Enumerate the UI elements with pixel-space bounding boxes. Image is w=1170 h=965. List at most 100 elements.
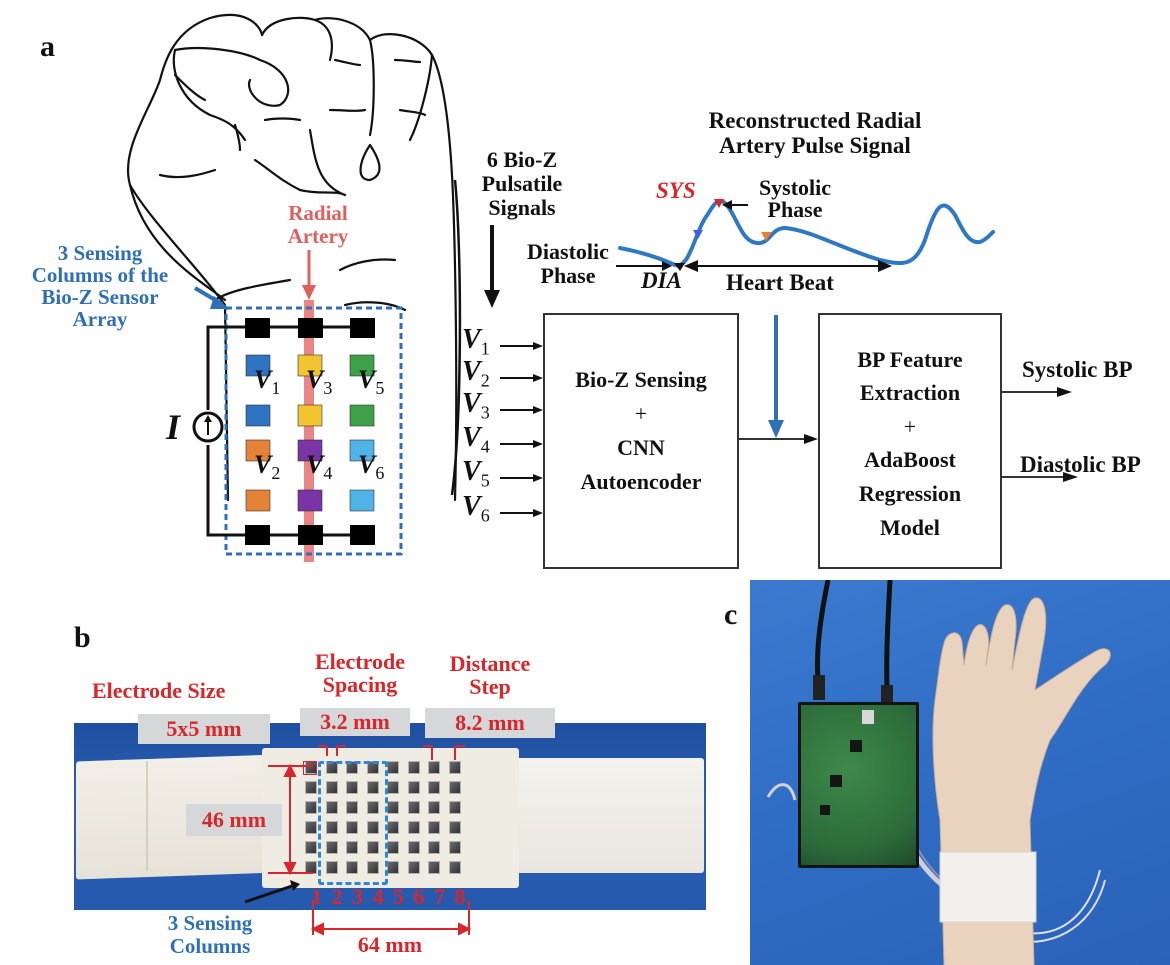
column-number-3: 3 <box>352 884 363 909</box>
sensing-columns-arrowhead <box>210 296 230 309</box>
current-electrode <box>245 525 270 545</box>
current-electrode <box>298 318 323 338</box>
photo-electrode <box>346 801 358 814</box>
photo-electrode <box>428 761 440 774</box>
pcb-connector <box>862 710 874 724</box>
pcb-chip <box>850 740 862 752</box>
systolic-bp-output: Systolic BP <box>1022 357 1133 382</box>
voltage-symbol: V <box>306 450 324 479</box>
pulse-title-line-1: Reconstructed Radial <box>708 108 922 133</box>
voltage-index: 4 <box>480 436 490 457</box>
sys-label: SYS <box>656 178 696 203</box>
electrode-size-label: Electrode Size <box>92 678 226 703</box>
pcb-chip <box>830 775 842 787</box>
voltage-index: 1 <box>271 378 281 399</box>
input-arrowhead-v2 <box>533 374 543 382</box>
sensing-electrode-6 <box>349 489 375 512</box>
block1-line-1: Bio-Z Sensing <box>575 367 707 392</box>
photo-electrode <box>366 821 379 834</box>
distance-step-label: Distance Step <box>425 652 555 698</box>
panel-c-label-outer: c <box>724 598 738 631</box>
input-label-v4: V4 <box>462 422 490 458</box>
bioz-cnn-block: Bio-Z Sensing + CNN Autoencoder <box>543 313 739 569</box>
photo-electrode <box>305 821 317 834</box>
signals-line-3: Signals <box>488 195 556 220</box>
sensing-electrode-3 <box>297 354 323 377</box>
photo-electrode <box>346 781 358 794</box>
right-strap <box>514 758 704 873</box>
array-voltage-label-3: V3 <box>306 365 332 399</box>
photo-electrode <box>407 801 420 814</box>
voltage-symbol: V <box>462 456 481 487</box>
sensing-electrode-2 <box>245 439 271 462</box>
photo-electrode <box>448 781 461 794</box>
photo-electrode <box>428 861 440 874</box>
dia-marker <box>674 263 685 271</box>
column-number-8: 8 <box>454 884 466 909</box>
voltage-index: 3 <box>323 378 333 399</box>
column-number-6: 6 <box>413 884 425 909</box>
diastolic-output-arrowhead <box>1063 472 1078 482</box>
photo-electrode <box>407 781 420 794</box>
block2-line-4: AdaBoost <box>864 447 956 472</box>
sensing-electrode-1 <box>245 404 271 427</box>
array-voltage-label-1: V1 <box>254 365 280 399</box>
photo-electrode <box>325 841 338 854</box>
block1-line-4: Autoencoder <box>580 469 702 494</box>
current-source-label: I <box>166 407 181 447</box>
input-arrowhead-v5 <box>533 474 543 482</box>
column-number-7: 7 <box>434 884 445 909</box>
voltage-symbol: V <box>358 450 376 479</box>
photo-electrode <box>325 781 338 794</box>
voltage-symbol: V <box>462 324 481 355</box>
radial-artery-label: Radial Artery <box>268 202 368 248</box>
photo-electrode <box>305 841 317 854</box>
sensor-band-photo <box>74 723 706 910</box>
voltage-index: 1 <box>480 338 490 359</box>
hand-photo <box>932 597 1111 965</box>
photo-electrode <box>305 801 317 814</box>
input-label-v6: V6 <box>462 491 490 527</box>
photo-electrode <box>366 861 379 874</box>
column-number-2: 2 <box>331 884 343 909</box>
voltage-symbol: V <box>358 365 376 394</box>
photo-electrode <box>346 841 358 854</box>
block1-to-block2-arrowhead <box>804 434 818 444</box>
photo-electrode <box>346 821 358 834</box>
voltage-symbol: V <box>254 450 272 479</box>
electrode-spacing-line-1: Electrode <box>314 649 405 674</box>
voltage-symbol: V <box>254 365 272 394</box>
input-arrowhead-v6 <box>533 509 543 517</box>
distance-step-value: 8.2 mm <box>425 708 555 738</box>
column-number-1: 1 <box>311 884 322 909</box>
input-arrowhead-v1 <box>533 342 543 350</box>
electrode-spacing-line-2: Spacing <box>322 672 398 697</box>
sensing-columns-line-2: Columns of the <box>31 263 169 287</box>
voltage-index: 5 <box>480 470 490 491</box>
sensing-columns-dashed-box <box>318 761 388 885</box>
photo-electrode <box>407 761 420 774</box>
diastolic-phase-arrowhead <box>662 261 672 271</box>
sensing-electrode-5 <box>349 404 375 427</box>
pcb-chip <box>820 805 830 815</box>
rise-marker <box>693 230 703 239</box>
sensing-electrode-6 <box>349 439 375 462</box>
diastolic-phase-label: Diastolic Phase <box>508 240 628 288</box>
block1-line-2: + <box>634 401 648 426</box>
panel-a-label: a <box>40 30 55 63</box>
photo-electrode <box>325 821 338 834</box>
signals-label: 6 Bio-Z Pulsatile Signals <box>462 148 582 220</box>
voltage-index: 6 <box>375 463 385 484</box>
current-electrode <box>245 318 270 338</box>
strap-seam <box>146 761 148 871</box>
sensing-columns-line-4: Array <box>72 307 128 331</box>
pulse-title-line-2: Artery Pulse Signal <box>719 133 911 158</box>
pulse-signal-title: Reconstructed Radial Artery Pulse Signal <box>655 108 975 158</box>
sensing-columns-pointer <box>244 884 293 904</box>
systolic-phase-line-1: Systolic <box>758 175 832 200</box>
sensing-electrode-3 <box>297 404 323 427</box>
radial-artery-line-2: Artery <box>287 224 349 248</box>
